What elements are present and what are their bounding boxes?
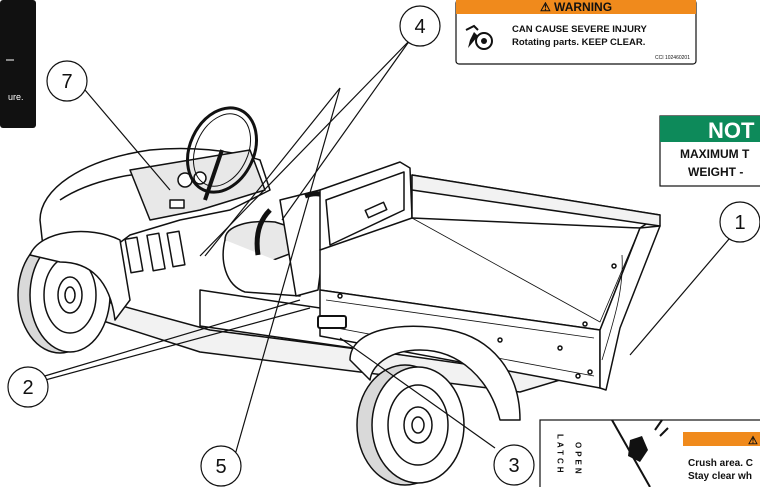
callout-5: 5 [200,445,242,487]
warning-code: CCI 102460201 [655,55,690,61]
notice-line-1: MAXIMUM T [680,147,750,161]
warning-header: ⚠ WARNING [540,0,612,14]
callout-4: 4 [399,5,441,47]
warning-header-band [456,0,696,14]
crush-header-band [683,432,760,446]
crush-vertical-open: OPEN [574,442,583,477]
callout-2: 2 [7,366,49,408]
crush-hand-icon [611,419,669,487]
notice-header-band [660,116,760,142]
utility-vehicle-illustration [17,106,661,486]
leader-lines [37,39,736,456]
callout-3-number: 3 [508,455,519,477]
crush-header: ⚠ [748,435,758,447]
callout-7-number: 7 [61,71,72,93]
left-label-fragment: ure. [8,92,24,102]
rear-wheel [356,364,465,486]
rotating-parts-icon [465,24,493,50]
callout-2-number: 2 [22,377,33,399]
warning-line-2: Rotating parts. KEEP CLEAR. [512,37,645,48]
warning-label: ⚠ WARNING CAN CAUSE SEVERE INJURY Rotati… [455,0,697,65]
crush-line-1: Crush area. C [688,458,753,469]
callout-1-number: 1 [734,212,745,234]
callout-5-number: 5 [215,456,226,478]
callout-4-number: 4 [414,16,425,38]
crush-vertical-latch: LATCH [556,434,565,476]
crush-label: LATCH OPEN ⚠ Crush area. C Stay clear wh [539,419,760,487]
notice-header: NOT [708,118,755,143]
left-partial-label: ure. [0,0,36,128]
callout-1: 1 [719,201,760,243]
warning-line-1: CAN CAUSE SEVERE INJURY [512,24,647,35]
callout-3: 3 [493,444,535,486]
crush-line-2: Stay clear wh [688,471,752,482]
notice-line-2: WEIGHT - [688,165,743,179]
notice-label: NOT MAXIMUM T WEIGHT - [659,115,760,187]
callout-7: 7 [46,60,88,102]
